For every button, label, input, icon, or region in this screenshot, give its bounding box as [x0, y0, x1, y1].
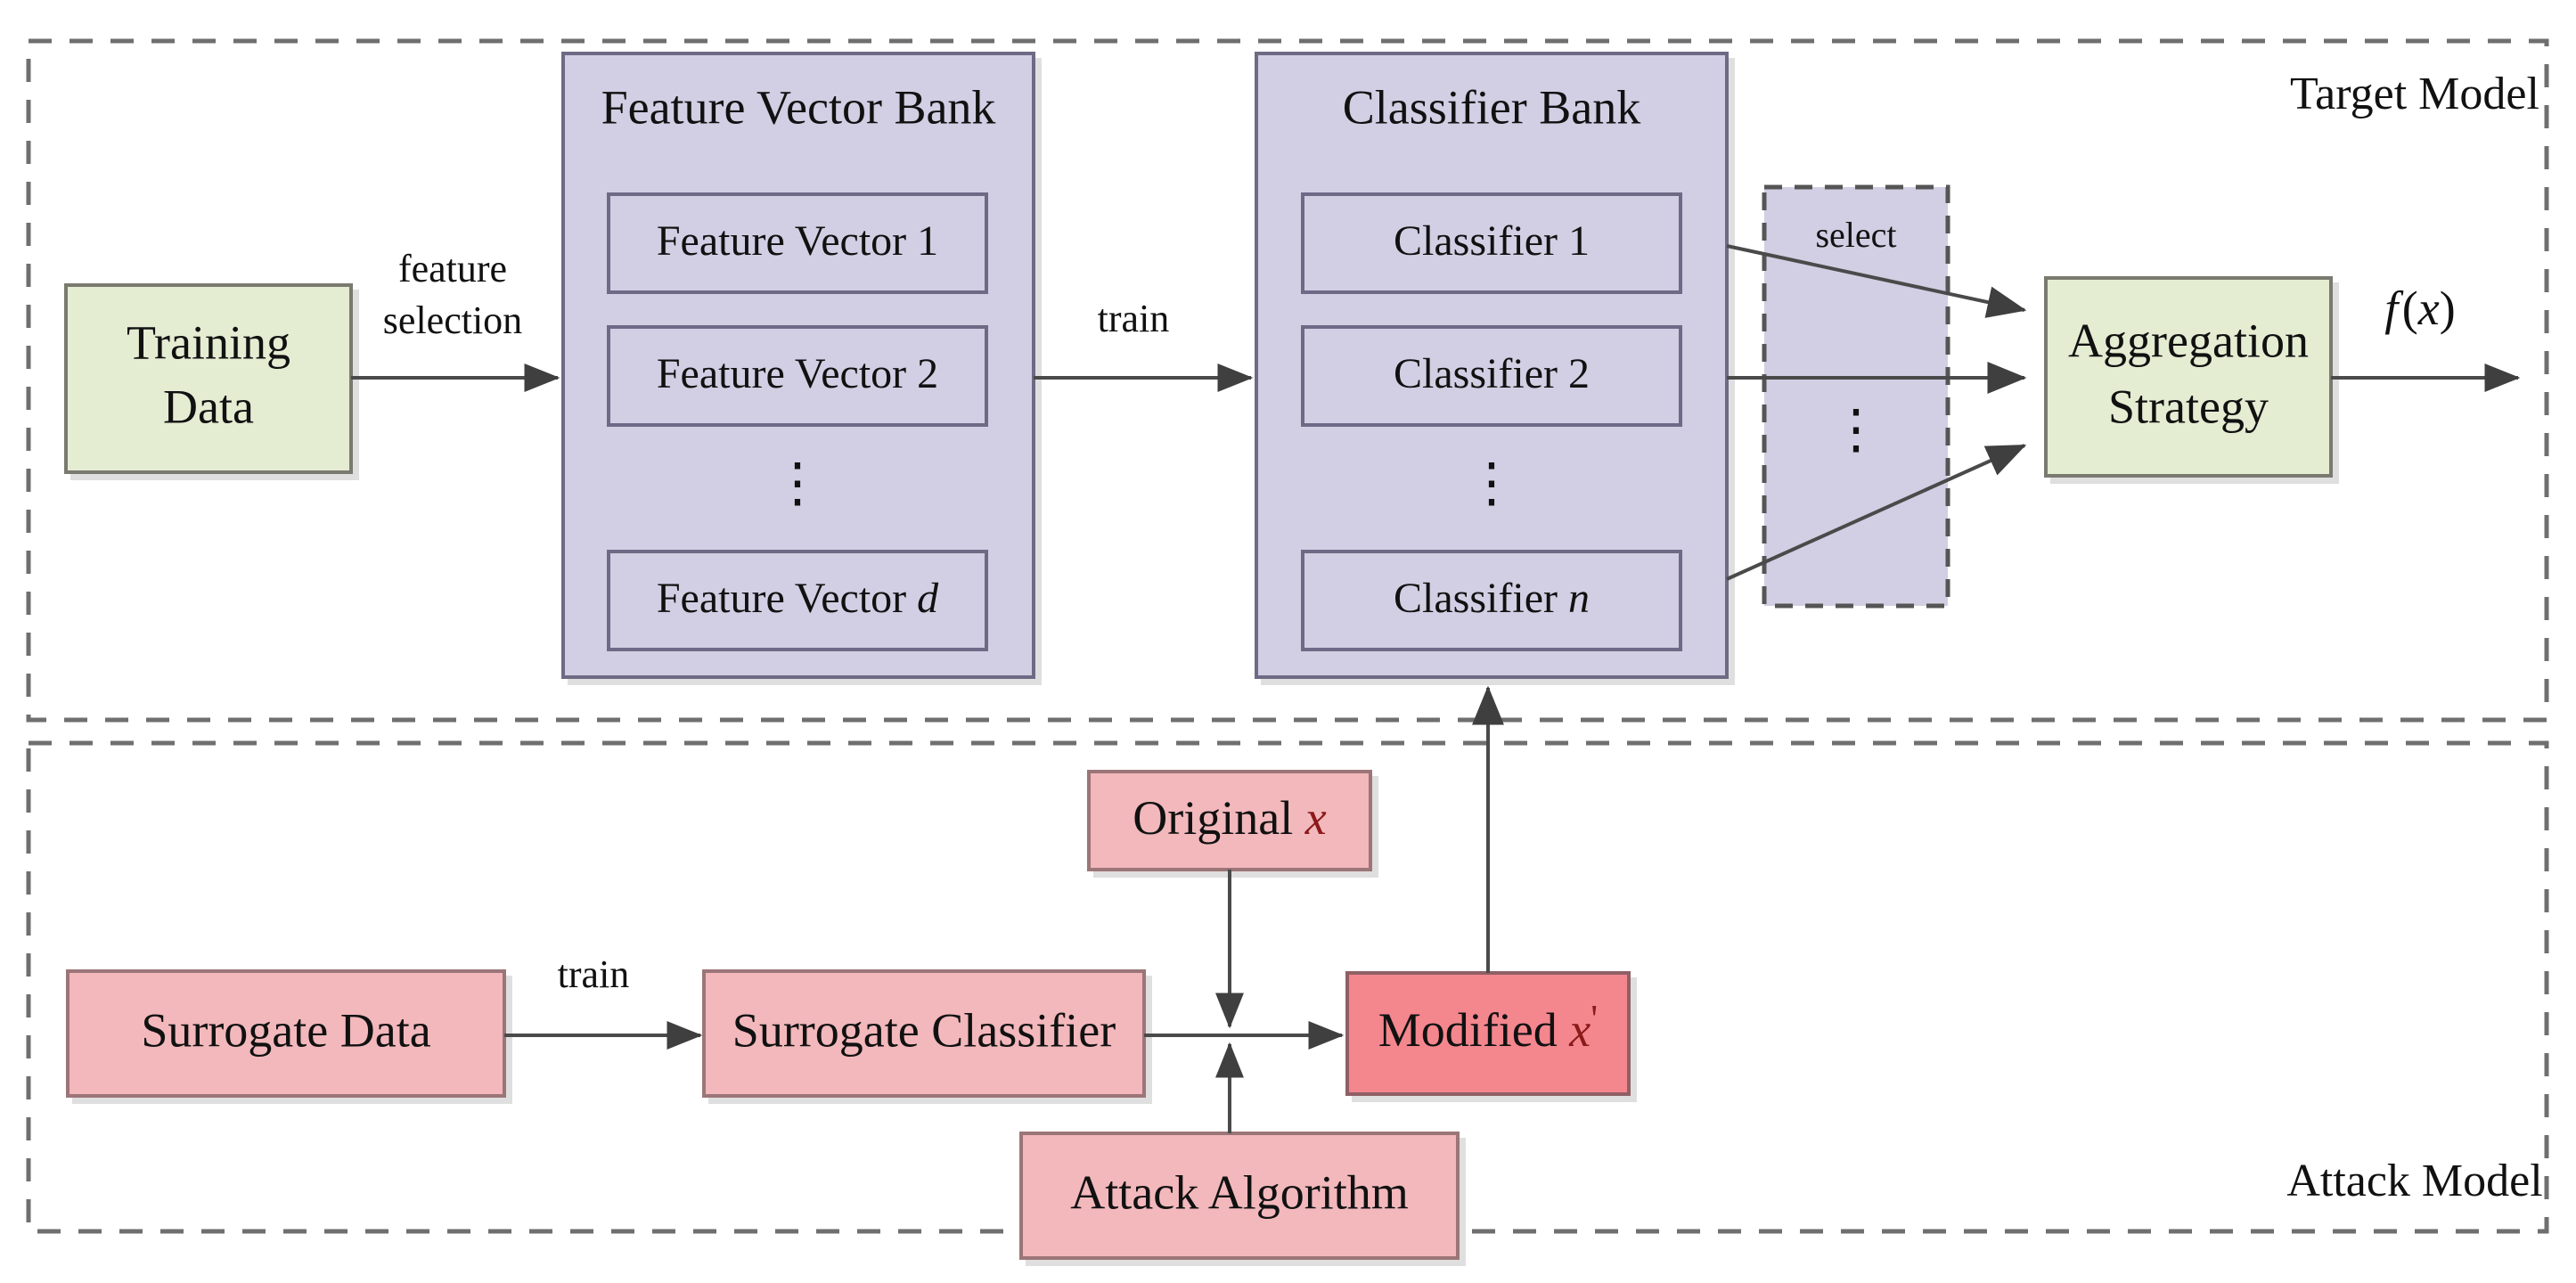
attack-algorithm-box[interactable]	[1019, 1132, 1460, 1260]
classifier-n[interactable]	[1301, 550, 1682, 651]
select-box-label: select	[1815, 215, 1896, 255]
classifier-1-label: Classifier 1	[1394, 217, 1590, 265]
original-x-label: Original x	[1133, 791, 1326, 845]
surrogate-classifier-label: Surrogate Classifier	[732, 1003, 1116, 1057]
original-x-box[interactable]	[1087, 770, 1372, 871]
attack-algorithm-label: Attack Algorithm	[1070, 1165, 1408, 1219]
select-box[interactable]	[1762, 184, 1950, 609]
training-data-box[interactable]	[64, 283, 353, 474]
aggregation-strategy-box[interactable]	[2044, 276, 2333, 478]
aggregation-strategy-label-line1: Aggregation	[2068, 314, 2309, 367]
modified-x-box[interactable]	[1345, 971, 1631, 1096]
training-data-label-line2: Data	[163, 380, 254, 433]
panel-label-target-model: Target Model	[2290, 69, 2539, 119]
output-label-fx: f (x)	[2384, 282, 2455, 335]
aggregation-strategy-label-line2: Strategy	[2108, 380, 2269, 433]
surrogate-data-label: Surrogate Data	[141, 1003, 430, 1057]
train-label-attack: train	[558, 952, 630, 996]
classifier-1[interactable]	[1301, 192, 1682, 294]
classifier-bank-title: Classifier Bank	[1343, 80, 1640, 134]
feature-vector-1-label: Feature Vector 1	[657, 217, 938, 265]
feature-vector-bank-title: Feature Vector Bank	[601, 80, 996, 134]
feature-selection-label-line1: feature	[398, 247, 507, 290]
feature-vector-bank-ellipsis: ⋮	[771, 454, 824, 512]
classifier-n-label: Classifier n	[1394, 575, 1590, 622]
feature-selection-label-line2: selection	[383, 298, 522, 342]
classifier-bank-ellipsis: ⋮	[1465, 454, 1518, 512]
edge-classifier1-to-aggregation	[1726, 244, 2027, 318]
training-data-label-line1: Training	[127, 315, 290, 369]
train-label-target: train	[1098, 297, 1170, 340]
surrogate-data-box[interactable]	[66, 969, 506, 1098]
feature-vector-d-label: Feature Vector d	[657, 575, 939, 622]
select-box-ellipsis: ⋮	[1829, 400, 1883, 459]
modified-x-label: Modified x'	[1378, 997, 1598, 1057]
edge-classifiern-to-aggregation	[1726, 444, 2027, 581]
feature-vector-d[interactable]	[607, 550, 988, 651]
feature-vector-2[interactable]	[607, 325, 988, 427]
classifier-2-label: Classifier 2	[1394, 350, 1590, 397]
feature-vector-1[interactable]	[607, 192, 988, 294]
surrogate-classifier-box[interactable]	[702, 969, 1146, 1098]
panel-label-attack-model: Attack Model	[2286, 1156, 2542, 1206]
feature-vector-2-label: Feature Vector 2	[657, 350, 938, 397]
classifier-2[interactable]	[1301, 325, 1682, 427]
